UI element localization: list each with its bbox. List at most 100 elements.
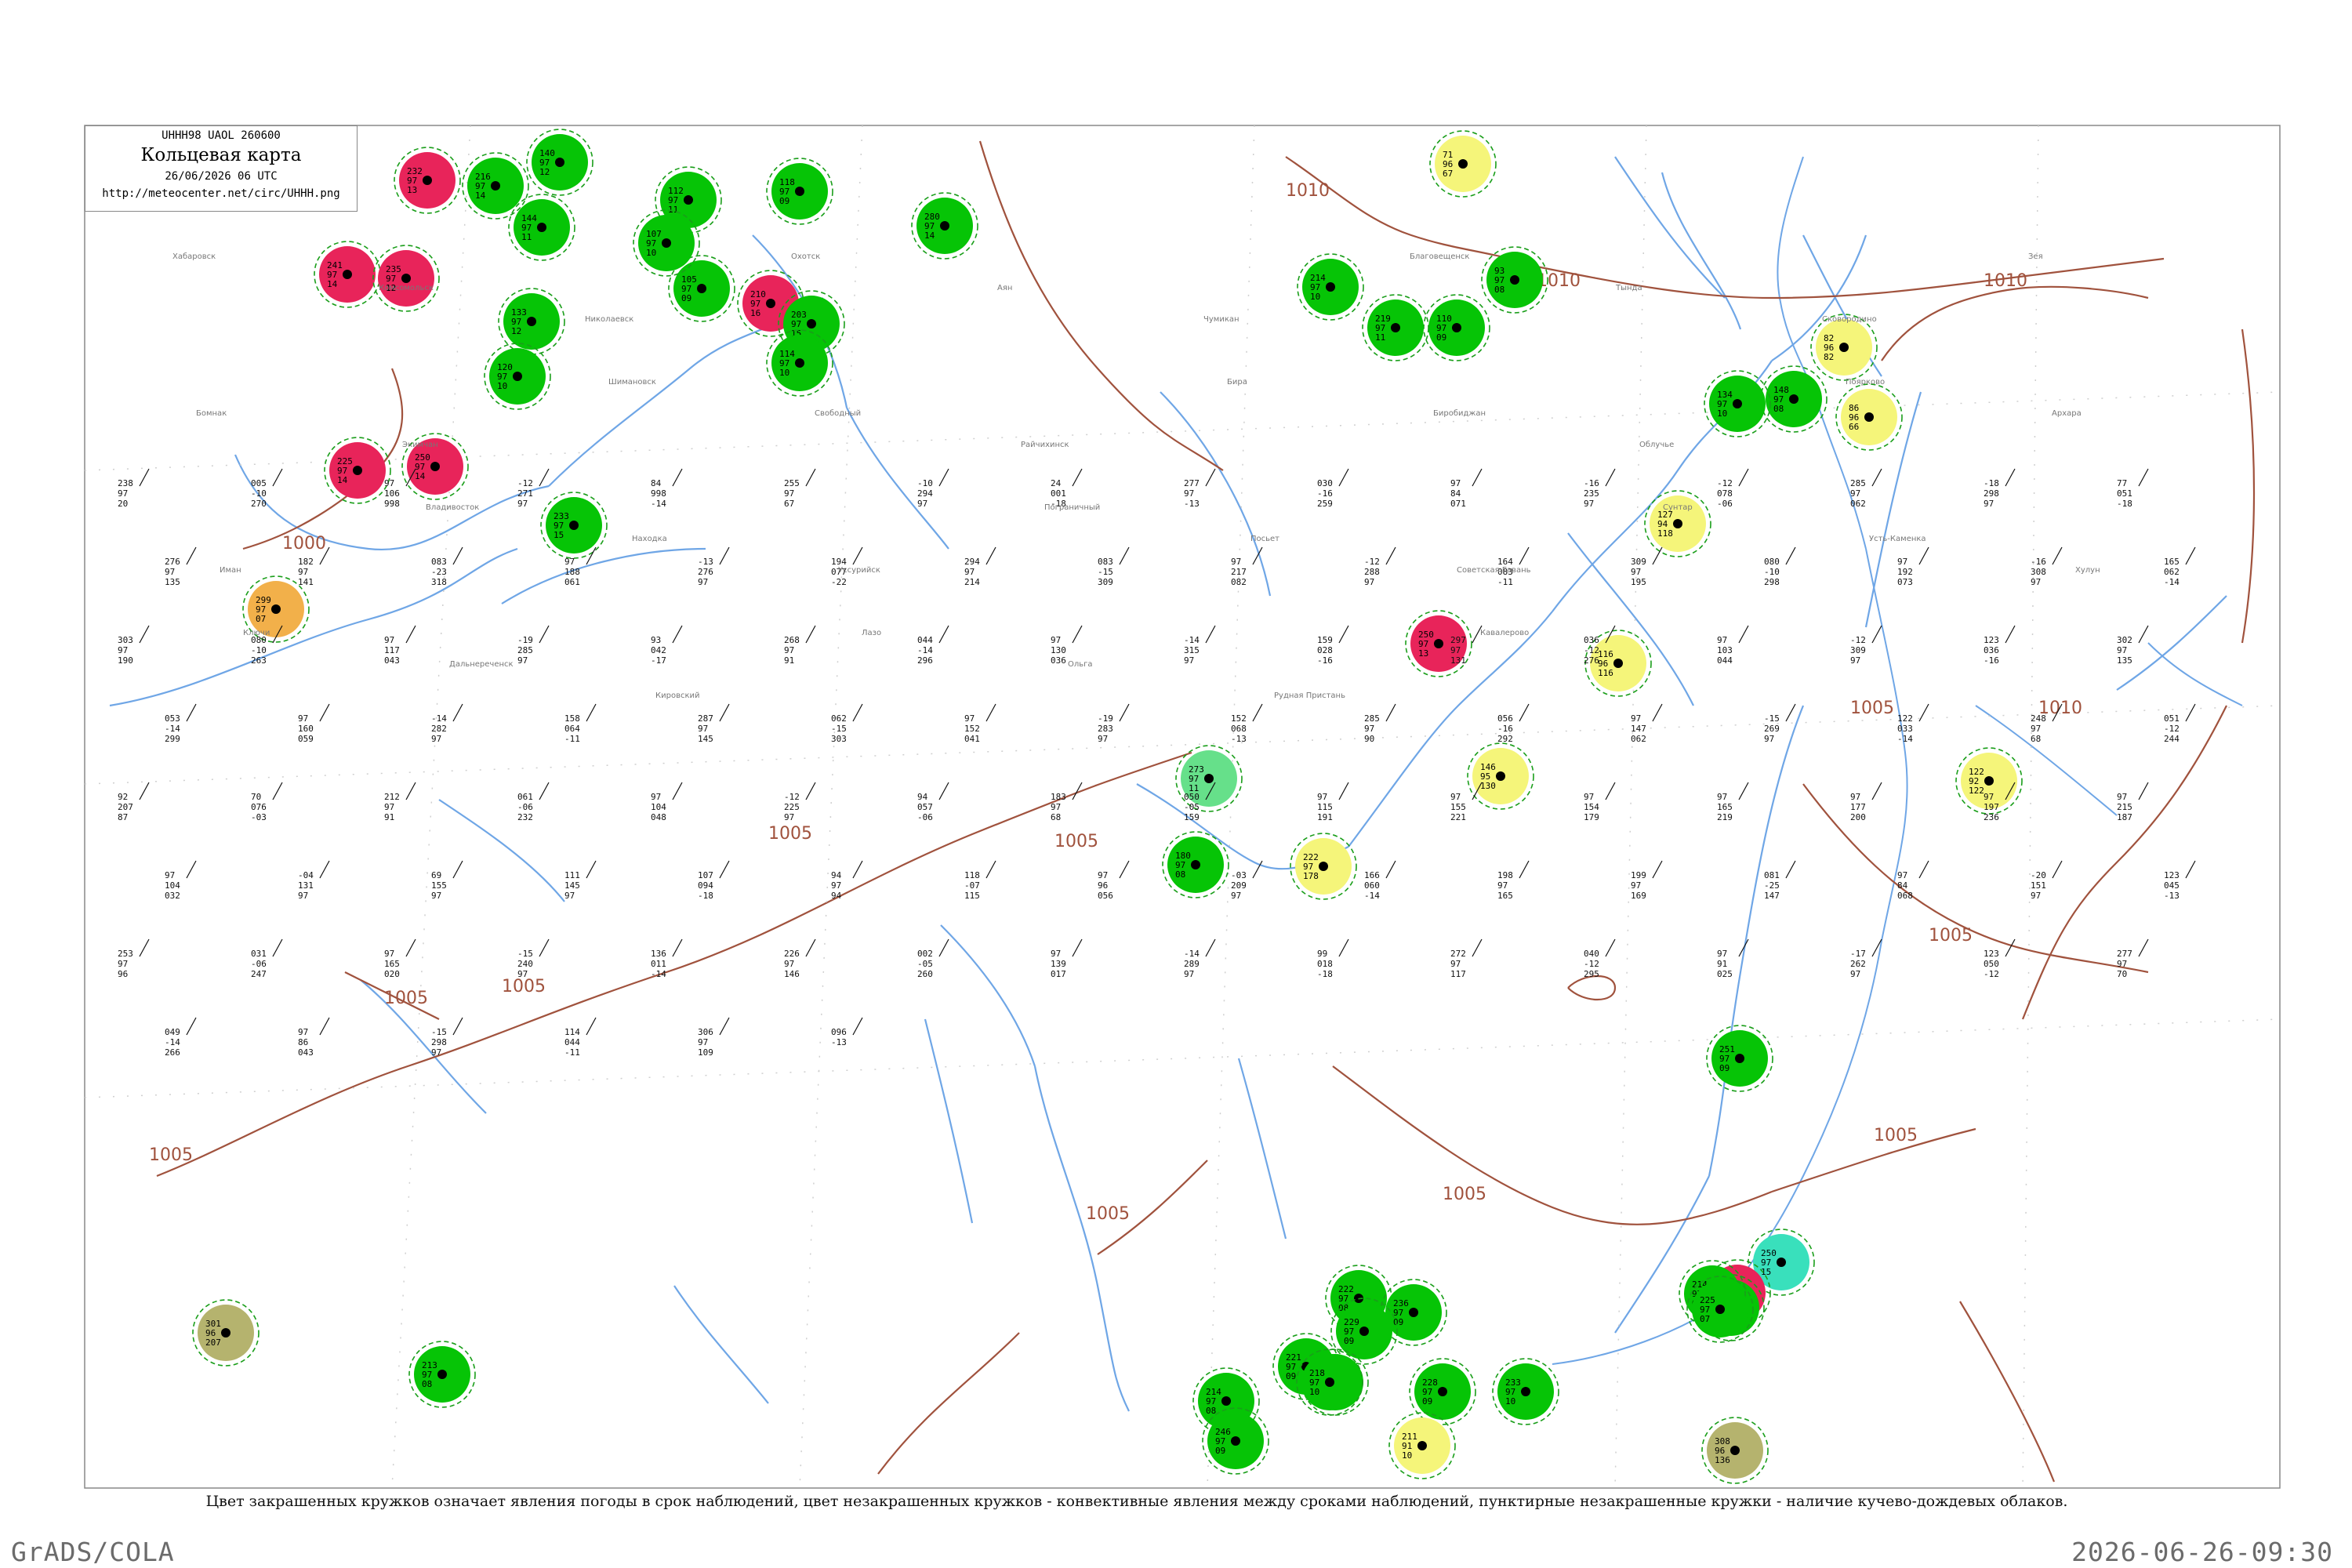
station-value: 244 [2164, 734, 2180, 744]
station-value: 97 [431, 1047, 441, 1058]
map-code: UHHH98 UAOL 260600 [162, 129, 281, 142]
isobar-label: 1005 [768, 824, 812, 844]
station-value: 145 [698, 734, 713, 744]
station-value: 225 [784, 802, 800, 812]
place-label: Чумикан [1203, 315, 1240, 324]
wind-barb-icon [586, 546, 597, 565]
station-value: 165 [1497, 891, 1513, 901]
station-value: 152 [1231, 713, 1247, 724]
station-pressure: 216 [475, 172, 491, 182]
station-pressure: 235 [386, 264, 401, 274]
station-dew: 09 [779, 196, 789, 206]
station-value: 236 [1984, 812, 1999, 822]
station-value: 183 [1051, 792, 1066, 802]
station-value: 94 [831, 891, 842, 901]
station-value: 97 [1184, 488, 1194, 499]
station-value: 031 [251, 949, 267, 959]
station-pressure: 218 [1309, 1368, 1325, 1378]
station-value: 050 [1184, 792, 1200, 802]
station-value: -15 [831, 724, 847, 734]
cb-ring [633, 209, 700, 277]
station-value: 97 [1051, 949, 1061, 959]
station-value: -13 [1184, 499, 1200, 509]
wind-barb-icon [539, 782, 550, 800]
station-value: 207 [118, 802, 133, 812]
station-value: 97 [384, 802, 394, 812]
wind-barb-icon [938, 782, 949, 800]
station-temp: 96 [1443, 159, 1453, 169]
station-value: 94 [917, 792, 928, 802]
wind-barb-icon [1738, 468, 1749, 487]
station-value: 262 [1850, 959, 1866, 969]
wind-barb-icon [586, 860, 597, 879]
place-label: Биробиджан [1433, 409, 1486, 418]
station-value: 299 [165, 734, 180, 744]
station-temp: 97 [1309, 1377, 1319, 1388]
station-dew: 10 [497, 381, 507, 391]
cloud-cover-icon [1984, 776, 1994, 786]
wind-barb-icon [1519, 546, 1530, 565]
station-dew: 12 [511, 326, 521, 336]
isobar-label: 1005 [502, 977, 546, 996]
station-value: 056 [1098, 891, 1113, 901]
station-value: -12 [1717, 478, 1733, 488]
station-temp: 92 [1969, 776, 1979, 786]
station-value: 97 [1984, 792, 1994, 802]
station-temp: 97 [327, 270, 337, 280]
station-value: 077 [831, 567, 847, 577]
station-value: 194 [831, 557, 847, 567]
station-pressure: 133 [511, 307, 527, 318]
station-value: 97 [1850, 969, 1860, 979]
station-value: 998 [384, 499, 400, 509]
station-value: 160 [298, 724, 314, 734]
station-value: 97 [2031, 891, 2041, 901]
cloud-cover-icon [1434, 639, 1443, 648]
station-dew: 12 [386, 283, 396, 293]
station-dew: 10 [779, 368, 789, 378]
station-temp: 97 [1700, 1305, 1710, 1315]
station-value: 166 [1364, 870, 1380, 880]
station-temp: 97 [1761, 1258, 1771, 1268]
station-value: 117 [384, 645, 400, 655]
place-label: Свободный [815, 409, 861, 418]
map-url[interactable]: http://meteocenter.net/circ/UHHH.png [102, 187, 340, 200]
station-temp: 97 [407, 176, 417, 186]
station-value: 97 [1317, 792, 1327, 802]
station-value: 033 [1897, 724, 1913, 734]
station-value: 164 [1497, 557, 1513, 567]
cb-ring [462, 152, 529, 220]
station-value: 169 [1631, 891, 1646, 901]
station-temp: 97 [1175, 860, 1185, 870]
station-value: 69 [431, 870, 441, 880]
wind-barb-icon [1652, 703, 1663, 722]
wind-barb-icon [586, 703, 597, 722]
wind-barb-icon [1605, 938, 1616, 957]
station-value: 123 [1984, 949, 1999, 959]
station-dew: 136 [1715, 1455, 1730, 1465]
wind-barb-icon [272, 938, 283, 957]
wind-barb-icon [985, 703, 996, 722]
station-pressure: 214 [1206, 1387, 1221, 1397]
